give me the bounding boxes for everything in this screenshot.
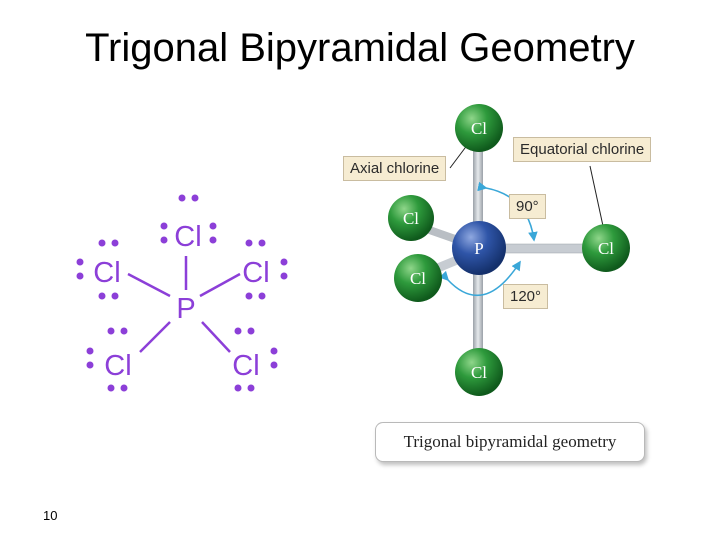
phosphorus-label: P [474, 239, 483, 258]
chlorine-equatorial-back-atom [388, 195, 434, 241]
lewis-bond-lower-right [201, 321, 231, 353]
page-number: 10 [43, 508, 58, 523]
chlorine-axial-bottom-label: Cl [471, 363, 487, 382]
lewis-bonds [127, 256, 241, 353]
angle-120-label: 120° [503, 284, 549, 309]
equatorial-chlorine-callout: Equatorial chlorine [513, 137, 652, 162]
chlorine-equatorial-back-label: Cl [403, 209, 419, 228]
chlorine-axial-bottom-atom [455, 348, 503, 396]
lewis-bond-left [127, 272, 171, 298]
angle-arc-120 [439, 260, 521, 297]
lewis-chlorine-lower-left: Cl [104, 350, 131, 382]
ball-stick-model: Cl Cl P Cl Cl Cl [388, 104, 630, 396]
chlorine-equatorial-right-atom [582, 224, 630, 272]
slide-title: Trigonal Bipyramidal Geometry [85, 26, 635, 70]
lewis-chlorine-left: Cl [93, 257, 120, 289]
lewis-chlorine-right: Cl [242, 257, 269, 289]
lewis-bond-lower-left [139, 321, 171, 353]
equatorial-leader-line [589, 165, 604, 227]
lewis-lone-pairs [76, 194, 288, 392]
chlorine-equatorial-front-atom [394, 254, 442, 302]
chlorine-equatorial-front-label: Cl [410, 269, 426, 288]
lewis-chlorine-lower-right: Cl [232, 350, 259, 382]
phosphorus-atom [452, 221, 506, 275]
angle-90-label: 90° [509, 194, 546, 219]
geometry-caption: Trigonal bipyramidal geometry [375, 422, 645, 462]
lewis-structure: P Cl Cl Cl Cl Cl [76, 194, 288, 392]
axial-chlorine-callout: Axial chlorine [343, 156, 447, 181]
lewis-bond-right [199, 272, 241, 298]
lewis-phosphorus: P [176, 293, 195, 325]
axial-leader-line [449, 143, 469, 169]
lewis-chlorine-top: Cl [174, 221, 201, 253]
chlorine-axial-top-atom [455, 104, 503, 152]
chlorine-equatorial-right-label: Cl [598, 239, 614, 258]
chlorine-axial-top-label: Cl [471, 119, 487, 138]
